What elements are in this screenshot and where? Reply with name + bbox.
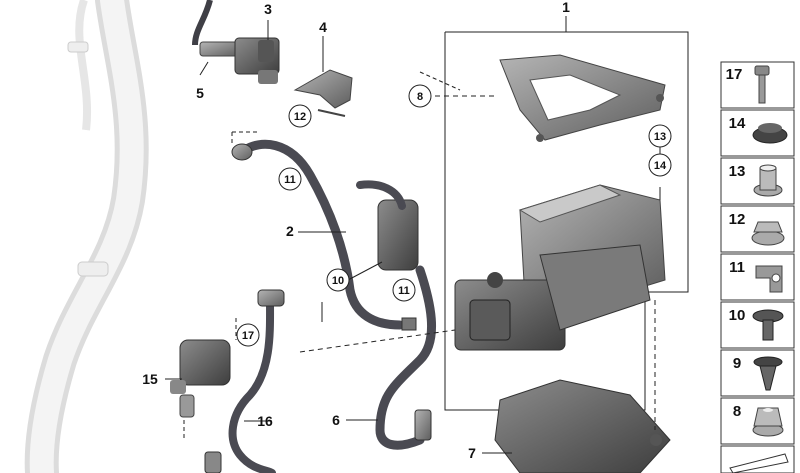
callout-7: 7 bbox=[468, 445, 476, 461]
svg-text:9: 9 bbox=[733, 355, 741, 372]
callout-3: 3 bbox=[264, 1, 272, 17]
svg-text:17: 17 bbox=[242, 330, 254, 342]
flange-nut-icon bbox=[751, 221, 785, 246]
hose-2 bbox=[240, 139, 405, 330]
legend-cell-13: 13 bbox=[720, 157, 795, 205]
svg-text:13: 13 bbox=[654, 131, 666, 143]
callout-13: 13 bbox=[648, 124, 672, 148]
legend-cell-10: 10 bbox=[720, 301, 795, 349]
callout-15: 15 bbox=[142, 371, 158, 387]
callout-12: 12 bbox=[288, 104, 312, 128]
svg-text:10: 10 bbox=[332, 275, 344, 287]
callout-11-lower: 11 bbox=[392, 278, 416, 302]
svg-text:10: 10 bbox=[729, 307, 746, 324]
hose-clip-icon bbox=[755, 265, 783, 293]
svg-text:12: 12 bbox=[729, 211, 746, 228]
filter-canister bbox=[356, 180, 419, 331]
callout-10: 10 bbox=[326, 268, 350, 292]
leader-lines bbox=[165, 20, 661, 454]
bracket-4 bbox=[293, 69, 353, 109]
legend-cell-8: 8 bbox=[720, 397, 795, 445]
callout-2: 2 bbox=[286, 223, 294, 239]
svg-text:13: 13 bbox=[729, 163, 746, 180]
hose-6 bbox=[375, 265, 436, 450]
callout-14: 14 bbox=[648, 153, 672, 177]
legend-cell-11: 11 bbox=[720, 253, 795, 301]
callout-17: 17 bbox=[236, 323, 260, 347]
legend-cell-14: 14 bbox=[720, 109, 795, 157]
legend-cell-12: 12 bbox=[720, 205, 795, 253]
legend-cell-17: 17 bbox=[720, 61, 795, 109]
svg-text:17: 17 bbox=[726, 66, 743, 83]
callout-4: 4 bbox=[319, 19, 327, 35]
svg-text:14: 14 bbox=[654, 160, 667, 172]
svg-text:8: 8 bbox=[417, 91, 423, 103]
hose-16 bbox=[228, 296, 276, 473]
legend-cell-9: 9 bbox=[720, 349, 795, 397]
callout-11-upper: 11 bbox=[278, 167, 302, 191]
air-compressor bbox=[454, 184, 666, 351]
legend-cell-footer bbox=[720, 445, 795, 473]
svg-text:12: 12 bbox=[294, 111, 306, 123]
clip-nut-icon bbox=[753, 356, 783, 391]
valve-15 bbox=[170, 339, 231, 418]
callout-1: 1 bbox=[562, 0, 570, 15]
expanding-rivet-icon bbox=[752, 309, 784, 341]
mounting-bracket bbox=[499, 54, 666, 142]
bolt-icon bbox=[754, 65, 770, 104]
cover-plate bbox=[494, 379, 671, 473]
spacer-sleeve-icon bbox=[753, 164, 783, 197]
small-parts-legend: 17 14 13 12 bbox=[720, 61, 795, 473]
grommet-icon bbox=[752, 123, 788, 144]
hex-nut-icon bbox=[752, 407, 784, 437]
callout-16: 16 bbox=[257, 413, 273, 429]
wedge-symbol-icon bbox=[729, 453, 789, 473]
svg-text:8: 8 bbox=[733, 403, 741, 420]
svg-text:11: 11 bbox=[398, 285, 410, 297]
valve-3 bbox=[192, 0, 280, 84]
svg-text:11: 11 bbox=[729, 259, 745, 276]
callout-8: 8 bbox=[408, 84, 432, 108]
svg-text:14: 14 bbox=[729, 115, 746, 132]
svg-text:11: 11 bbox=[284, 174, 296, 186]
callout-6: 6 bbox=[332, 412, 340, 428]
filler-pipe-ghost bbox=[24, 0, 149, 473]
callout-5: 5 bbox=[196, 85, 204, 101]
